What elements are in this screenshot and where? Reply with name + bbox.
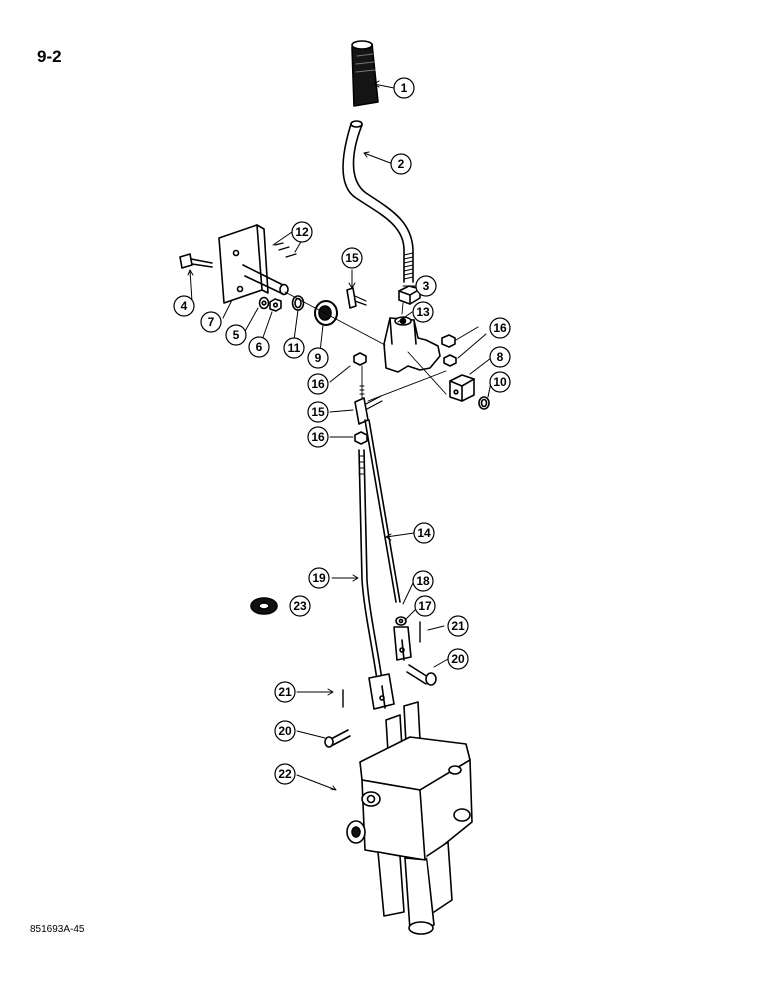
- callout-circle-21-right: [447, 615, 469, 637]
- rod-part: [358, 449, 383, 681]
- callout-label: 6: [256, 340, 263, 354]
- callout-circle-12: [291, 221, 313, 243]
- callout-label: 4: [181, 299, 188, 313]
- callout-label: 21: [451, 619, 465, 633]
- callout-circle-11: [283, 337, 305, 359]
- callout-label: 18: [416, 574, 430, 588]
- callout-label: 8: [497, 350, 504, 364]
- pin-part: [274, 242, 297, 258]
- cotter-pin-part: [342, 621, 421, 708]
- callout-label: 23: [293, 599, 307, 613]
- callout-circle-16-mid: [307, 373, 329, 395]
- callout-label: 19: [312, 571, 326, 585]
- callout-circle-23: [289, 595, 311, 617]
- handle-grip-part: [351, 40, 379, 107]
- bushing-part: [314, 300, 338, 326]
- callout-circle-6: [248, 336, 270, 358]
- clevis-part: [393, 616, 412, 661]
- callout-label: 3: [423, 279, 430, 293]
- callout-circle-10: [489, 371, 511, 393]
- callout-circle-4: [173, 295, 195, 317]
- callout-circle-8: [489, 346, 511, 368]
- swivel-part: [346, 287, 367, 309]
- callout-circle-9: [307, 347, 329, 369]
- ring-part: [478, 396, 490, 410]
- callout-circle-20-right: [447, 648, 469, 670]
- callout-circle-22: [274, 763, 296, 785]
- callout-label: 16: [493, 321, 507, 335]
- callout-label: 13: [416, 305, 430, 319]
- figure-code: 851693A-45: [30, 924, 85, 935]
- callout-label: 21: [278, 685, 292, 699]
- callout-circle-15-upper: [341, 247, 363, 269]
- nut-part: [353, 334, 457, 445]
- callout-circle-19: [308, 567, 330, 589]
- callout-label: 17: [418, 599, 432, 613]
- rod-part: [364, 419, 401, 603]
- callout-label: 15: [311, 405, 325, 419]
- callout-label: 12: [295, 225, 309, 239]
- callout-circle-3: [415, 275, 437, 297]
- callout-circle-15-lower: [307, 401, 329, 423]
- callout-circle-16-right: [489, 317, 511, 339]
- page-number: 9-2: [37, 47, 62, 66]
- callout-circle-7: [200, 311, 222, 333]
- callout-circles: [173, 77, 511, 785]
- callout-label: 5: [233, 328, 240, 342]
- lever-block-part: [383, 316, 441, 373]
- callout-circle-5: [225, 324, 247, 346]
- callout-circle-17: [414, 595, 436, 617]
- leader-lines: [187, 80, 492, 791]
- callout-label: 11: [288, 341, 301, 355]
- callout-label: 2: [398, 157, 405, 171]
- callout-label: 9: [315, 351, 322, 365]
- bolt-part: [179, 253, 213, 269]
- mounting-plate-part: [218, 224, 289, 304]
- block-part: [449, 374, 475, 402]
- callout-circle-20-left: [274, 720, 296, 742]
- swivel-part: [354, 385, 383, 425]
- callout-circle-14: [413, 522, 435, 544]
- callout-label: 14: [417, 526, 431, 540]
- snap-ring-part: [291, 295, 305, 311]
- callout-label: 20: [451, 652, 465, 666]
- washer-nut-part: [258, 296, 282, 312]
- callout-circle-18: [412, 570, 434, 592]
- callout-label: 16: [311, 430, 325, 444]
- callout-labels: 1 2 3 4 7 5 6 11 9 12 15 13 16 8 10 16 1…: [181, 81, 507, 781]
- callout-label: 22: [278, 767, 292, 781]
- callout-label: 16: [311, 377, 325, 391]
- callout-circle-13: [412, 301, 434, 323]
- clevis-part: [368, 673, 395, 710]
- callout-label: 10: [493, 375, 507, 389]
- clevis-pin-part: [324, 664, 437, 748]
- callout-label: 15: [345, 251, 359, 265]
- callout-label: 1: [401, 81, 408, 95]
- callout-circle-2: [390, 153, 412, 175]
- callout-circle-16-lower: [307, 426, 329, 448]
- callout-circle-21-left: [274, 681, 296, 703]
- control-valve-part: [346, 701, 473, 935]
- callout-circle-1: [393, 77, 415, 99]
- lever-part: [342, 120, 414, 283]
- callout-label: 7: [208, 315, 215, 329]
- washer-part: [250, 597, 278, 615]
- callout-label: 20: [278, 724, 292, 738]
